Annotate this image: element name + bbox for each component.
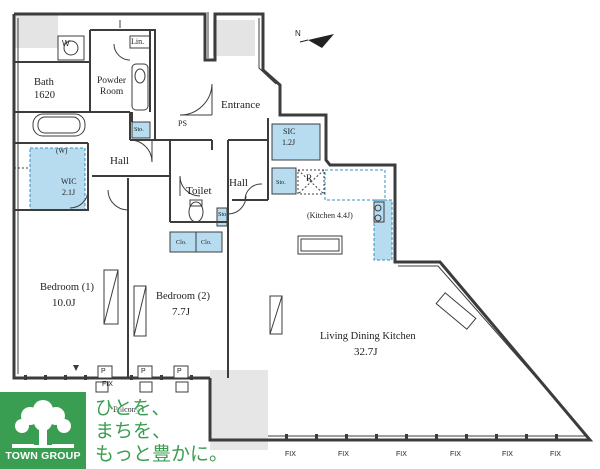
tree-logo-icon (12, 400, 74, 448)
sic-size: 1.2J (282, 138, 296, 147)
bathtub (32, 113, 86, 137)
w-mark-label: (W) (56, 147, 68, 155)
kitchen-island (297, 235, 343, 255)
window-lines (17, 12, 586, 437)
bedroom1-size: 10.0J (52, 297, 76, 309)
fix-label-6: FIX (502, 451, 513, 458)
storage-label-3: Sto. (218, 211, 228, 218)
refrigerator-label: R (306, 174, 313, 184)
compass-arrow (299, 34, 334, 48)
fix-label-7: FIX (550, 451, 561, 458)
upper-middle-terrace (213, 20, 255, 56)
balcony-column (210, 370, 268, 450)
storage-2 (271, 167, 297, 195)
ldk-window-hatch-2 (435, 292, 477, 330)
fix-label-5: FIX (450, 451, 461, 458)
wic-fill (30, 148, 85, 210)
balcony-label: Balcony (113, 405, 140, 414)
fix-label-1: FIX (102, 381, 113, 388)
pipe-label-3: P (177, 368, 182, 375)
linen-label: Lin. (131, 37, 145, 46)
toilet-fixture (188, 201, 204, 223)
town-group-logo: TOWN GROUP (0, 392, 86, 469)
washer-label: W (62, 39, 70, 48)
pipe-label-2: P (141, 368, 146, 375)
bedroom2-size: 7.7J (172, 306, 191, 318)
wic-size: 2.1J (62, 188, 76, 197)
bedroom1-label: Bedroom (1) (40, 282, 94, 293)
ps-label: PS (178, 119, 187, 128)
slogan-line-1: ひとを、 (95, 397, 171, 419)
linen-shelf (129, 35, 151, 49)
ldk-label: Living Dining Kitchen (320, 331, 416, 342)
sic-fill (271, 123, 321, 161)
doors (69, 43, 263, 215)
interior-walls (14, 29, 269, 378)
ldk-window-hatch-1 (269, 295, 283, 335)
upper-left-terrace (14, 14, 58, 48)
pipe-boxes (95, 365, 189, 393)
closet-label-1: Clo. (176, 239, 187, 246)
vanity (131, 63, 149, 111)
bath-size: 1620 (34, 90, 55, 101)
refrigerator-space (297, 169, 325, 195)
wic-label: WIC (61, 177, 77, 186)
fix-label-3: FIX (338, 451, 349, 458)
company-name: TOWN GROUP (5, 450, 81, 462)
bedroom2-window-hatch (133, 285, 147, 337)
slogan-line-2: まちを、 (95, 420, 172, 442)
hall-label-2: Hall (229, 177, 248, 189)
fix-label-4: FIX (396, 451, 407, 458)
slogan: ひとを、 まちを、 もっと豊かに。 (95, 397, 228, 466)
storage-areas (29, 121, 393, 261)
fix-window-marks (24, 365, 558, 439)
storage-label-1: Sto. (134, 126, 144, 133)
hall-label-1: Hall (110, 155, 129, 167)
entrance-label: Entrance (221, 99, 261, 111)
storage-1 (131, 121, 151, 139)
compass-north-label: N (295, 29, 301, 38)
toilet-label: Toilet (186, 185, 212, 197)
ldk-size: 32.7J (354, 346, 378, 358)
fix-label-2: FIX (285, 451, 296, 458)
bedroom2-label: Bedroom (2) (156, 291, 210, 302)
slogan-line-3: もっと豊かに。 (95, 443, 229, 465)
storage-label-2: Sto. (276, 179, 286, 186)
powder-room-label-2: Room (100, 87, 124, 97)
bath-label: Bath (34, 77, 54, 88)
bedroom1-window-hatch (103, 269, 119, 325)
closet-label-2: Clo. (201, 239, 212, 246)
washer-machine (57, 35, 85, 61)
kitchen-label: (Kitchen 4.4J) (307, 211, 353, 220)
pipe-label-1: P (101, 368, 106, 375)
sic-label: SIC (283, 127, 296, 136)
fixtures (14, 20, 477, 337)
kitchen-storage (374, 200, 392, 260)
cooktop (373, 201, 385, 223)
powder-room-label-1: Powder (97, 76, 127, 86)
